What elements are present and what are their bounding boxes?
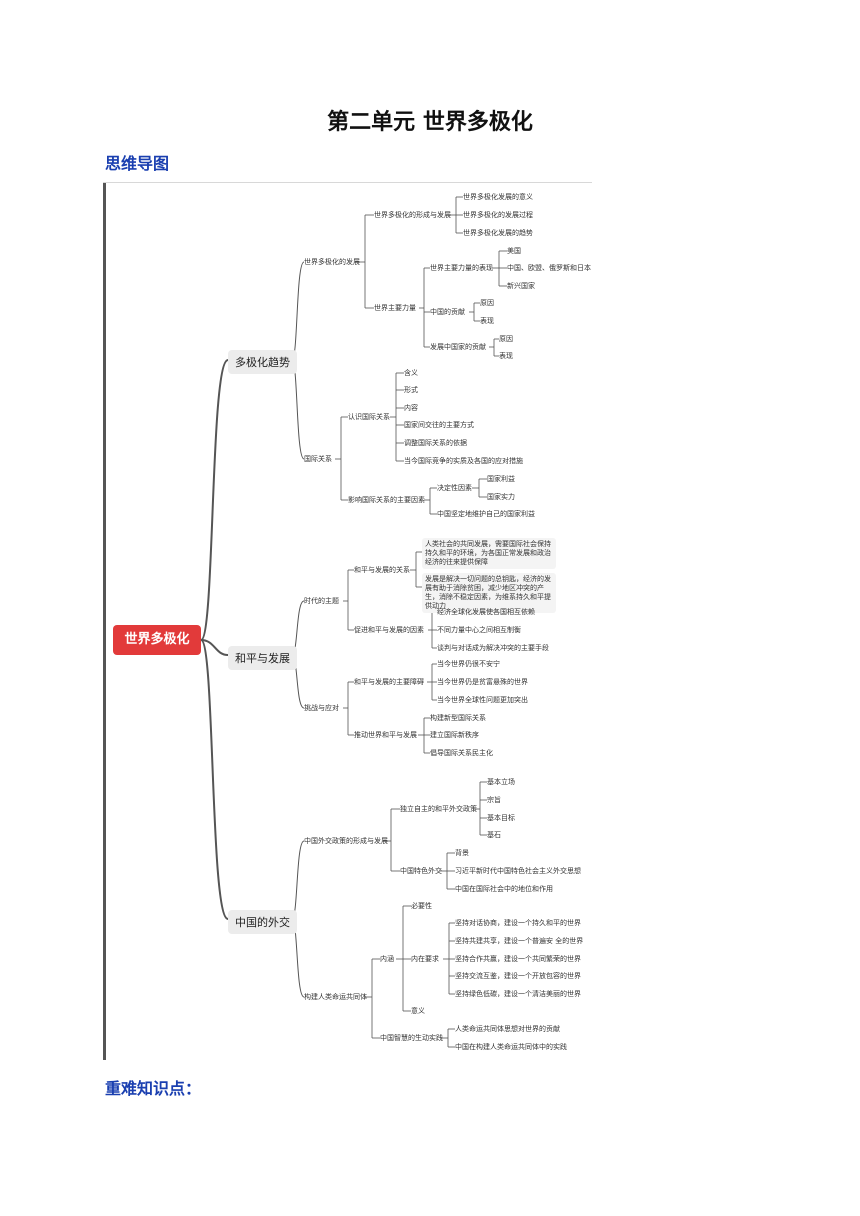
branch-peace-development: 和平与发展 — [228, 646, 297, 670]
node-leaf: 不同力量中心之间相互制衡 — [437, 626, 521, 634]
node-leaf: 宗旨 — [487, 796, 501, 804]
node-leaf: 当今世界全球性问题更加突出 — [437, 696, 528, 704]
node-leaf: 中国在国际社会中的地位和作用 — [455, 885, 553, 893]
node-leaf: 习近平新时代中国特色社会主义外交思想 — [455, 867, 581, 875]
node-leaf: 基本目标 — [487, 814, 515, 822]
node-leaf: 中国在构建人类命运共同体中的实践 — [455, 1043, 567, 1051]
node-leaf: 意义 — [411, 1007, 425, 1015]
key-points-heading: 重难知识点： — [105, 1079, 202, 1098]
node-l3: 和平与发展的主要障碍 — [354, 678, 424, 686]
connector-line — [200, 359, 229, 641]
node-leaf: 原因 — [499, 335, 513, 343]
node-leaf: 必要性 — [411, 902, 432, 910]
node-leaf: 坚持合作共赢，建设一个共同繁荣的世界 — [455, 955, 581, 963]
branch-china-diplomacy: 中国的外交 — [228, 910, 297, 934]
node-leaf: 表现 — [499, 352, 513, 360]
node-leaf: 调整国际关系的依据 — [404, 439, 467, 447]
node-leaf: 基本立场 — [487, 778, 515, 786]
node-leaf: 中国、欧盟、俄罗斯和日本 — [507, 264, 591, 272]
connector-line — [291, 840, 305, 920]
connector-line — [291, 359, 305, 460]
node-leaf: 当今世界仍是贫富悬殊的世界 — [437, 678, 528, 686]
node-leaf: 国家利益 — [487, 475, 515, 483]
node-l4: 世界主要力量的表现 — [430, 264, 493, 272]
node-leaf: 坚持交流互鉴，建设一个开放包容的世界 — [455, 972, 581, 980]
branch-multipolar-trend: 多极化趋势 — [228, 350, 297, 374]
node-l2: 中国外交政策的形成与发展 — [304, 837, 388, 845]
node-leaf: 经济全球化发展使各国相互依赖 — [437, 608, 535, 616]
node-leaf-paragraph: 人类社会的共同发展，需要国际社会保持持久和平的环境，为各国正常发展和政治经济的往… — [422, 538, 556, 569]
connector-line — [200, 639, 229, 920]
node-leaf: 世界多极化发展的趋势 — [463, 229, 533, 237]
mindmap-frame-top — [103, 182, 592, 183]
node-l3: 中国特色外交 — [400, 867, 442, 875]
node-leaf: 世界多极化的发展过程 — [463, 211, 533, 219]
node-leaf: 基石 — [487, 831, 501, 839]
node-leaf: 倡导国际关系民主化 — [430, 749, 493, 757]
node-leaf: 世界多极化发展的意义 — [463, 193, 533, 201]
page-title: 第二单元 世界多极化 — [327, 110, 533, 135]
node-leaf: 原因 — [480, 299, 494, 307]
node-l3: 认识国际关系 — [348, 413, 390, 421]
node-leaf: 当今世界仍很不安宁 — [437, 660, 500, 668]
node-leaf: 谈判与对话成为解决冲突的主要手段 — [437, 644, 549, 652]
node-leaf: 内容 — [404, 404, 418, 412]
node-leaf-paragraph: 发展是解决一切问题的总钥匙，经济的发展有助于消除贫困，减少地区冲突的产生，消除不… — [422, 573, 556, 613]
node-leaf: 新兴国家 — [507, 282, 535, 290]
node-l2: 挑战与应对 — [304, 704, 339, 712]
node-leaf: 坚持绿色低碳，建设一个清洁美丽的世界 — [455, 990, 581, 998]
node-leaf: 国家间交往的主要方式 — [404, 421, 474, 429]
node-leaf: 美国 — [507, 247, 521, 255]
node-l4: 中国的贡献 — [430, 308, 465, 316]
connector-line — [291, 261, 305, 361]
node-leaf: 坚持共建共享，建设一个普遍安 全的世界 — [455, 937, 584, 945]
node-leaf: 构建新型国际关系 — [430, 714, 486, 722]
node-leaf: 形式 — [404, 386, 418, 394]
connector-line — [200, 639, 229, 656]
node-l3: 促进和平与发展的因素 — [354, 626, 424, 634]
node-l3: 世界主要力量 — [374, 304, 416, 312]
node-l2: 时代的主题 — [304, 597, 339, 605]
node-leaf: 背景 — [455, 849, 469, 857]
node-l3: 和平与发展的关系 — [354, 566, 410, 574]
node-leaf: 含义 — [404, 369, 418, 377]
node-leaf: 坚持对话协商，建设一个持久和平的世界 — [455, 919, 581, 927]
mindmap-heading: 思维导图 — [105, 154, 170, 173]
node-l2: 世界多极化的发展 — [304, 258, 360, 266]
node-l3: 中国智慧的生动实践 — [380, 1034, 443, 1042]
node-l4: 发展中国家的贡献 — [430, 343, 486, 351]
node-leaf: 表现 — [480, 317, 494, 325]
node-leaf: 中国坚定地维护自己的国家利益 — [437, 510, 535, 518]
node-l3: 推动世界和平与发展 — [354, 731, 417, 739]
mindmap-frame — [103, 182, 595, 1060]
node-l3: 内涵 — [380, 955, 394, 963]
node-l3: 影响国际关系的主要因素 — [348, 496, 425, 504]
node-l4: 内在要求 — [411, 955, 439, 963]
node-l3: 独立自主的和平外交政策 — [400, 805, 477, 813]
node-leaf: 当今国际竞争的实质及各国的应对措施 — [404, 457, 523, 465]
node-l2: 构建人类命运共同体 — [304, 993, 367, 1001]
mindmap-root: 世界多极化 — [113, 625, 201, 655]
node-l3: 世界多极化的形成与发展 — [374, 211, 451, 219]
node-leaf: 人类命运共同体思想对世界的贡献 — [455, 1025, 560, 1033]
node-leaf: 国家实力 — [487, 493, 515, 501]
node-l4: 决定性因素 — [437, 484, 472, 492]
node-leaf: 建立国际新秩序 — [430, 731, 479, 739]
node-l2: 国际关系 — [304, 455, 332, 463]
